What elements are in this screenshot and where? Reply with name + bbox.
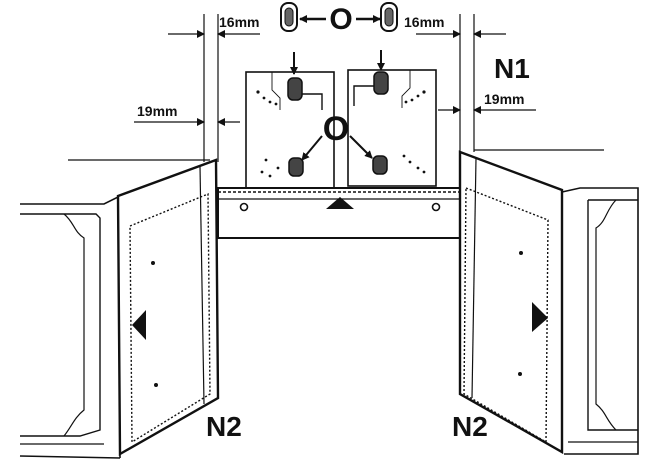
hinge-icon — [380, 2, 398, 32]
dimension-19mm-right: 19mm — [438, 91, 536, 114]
symbol-o-center: O — [323, 110, 349, 148]
label-n2-left: N2 — [206, 411, 242, 442]
hinge-plate-left — [245, 71, 335, 189]
hinge-icon — [280, 2, 298, 32]
dim-label-19mm-right: 19mm — [484, 91, 524, 107]
door-right — [458, 150, 564, 455]
dimension-19mm-left: 19mm — [134, 103, 240, 126]
symbol-o-top: O — [329, 3, 352, 36]
arrow-icon — [132, 310, 146, 340]
door-left — [116, 158, 220, 457]
label-n1: N1 — [494, 53, 530, 84]
cabinet-right — [561, 187, 639, 455]
dim-label-16mm-left: 16mm — [219, 14, 259, 30]
dimension-16mm-left: 16mm — [168, 14, 260, 38]
arrow-icon — [301, 135, 373, 161]
arrow-icon — [290, 50, 385, 75]
connector-lines — [302, 85, 374, 110]
dim-label-19mm-left: 19mm — [137, 103, 177, 119]
center-rail — [217, 187, 461, 239]
hinge-plate-right — [347, 69, 437, 187]
arrow-icon — [532, 302, 548, 332]
reference-lines — [68, 149, 604, 161]
label-n2-right: N2 — [452, 411, 488, 442]
dim-label-16mm-right: 16mm — [404, 14, 444, 30]
dimension-16mm-right: 16mm — [404, 14, 506, 38]
cabinet-left — [19, 194, 121, 459]
